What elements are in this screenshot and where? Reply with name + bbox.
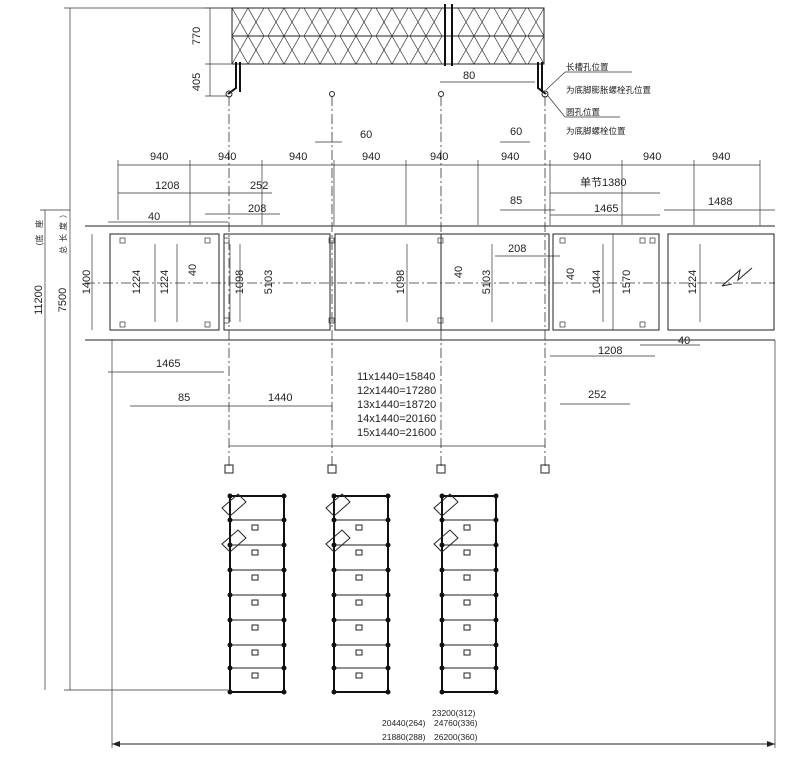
dim-1208-top: 1208 [155,180,179,192]
total-26200: 26200(360) [434,732,478,742]
offset-60-dims: 60 60 [315,126,530,143]
formula-11: 11x1440=15840 [357,371,435,383]
cabinet-stack-3 [433,493,499,695]
total-20440: 20440(264) [382,718,426,728]
dim-940-3: 940 [289,151,307,163]
dim-940-1: 940 [150,151,168,163]
dim-40-v2: 40 [453,266,465,278]
dim-11200: 11200 [33,285,45,315]
formula-12: 12x1440=17280 [357,385,436,397]
dim-405: 405 [191,73,203,91]
note-round-hole: 圆孔位置 [566,107,601,117]
total-length-dims: 23200(312) 20440(264) 24760(336) 21880(2… [111,340,776,748]
dim-60-left: 60 [360,129,372,141]
note-slot-hole-sub: 为底脚膨胀螺栓孔位置 [566,85,652,95]
total-21880: 21880(288) [382,732,426,742]
length-formulas: 11x1440=15840 12x1440=17280 13x1440=1872… [357,371,436,439]
unit-length-label: 单节1380 [580,176,626,189]
dim-1465-top: 1465 [594,203,618,215]
dim-7500: 7500 [57,288,69,312]
top-height-dims: 770 405 [191,7,232,97]
dim-940-5: 940 [430,151,448,163]
dim-1570: 1570 [621,270,633,294]
dim-1224-c: 1224 [687,270,699,294]
dim-1044: 1044 [591,270,603,294]
dim-940-6: 940 [501,151,519,163]
spacing-second-row: 1208 252 208 40 单节1380 85 1465 1488 [108,176,775,223]
dim-1224-b: 1224 [159,270,171,294]
total-24760: 24760(336) [434,718,478,728]
dim-1224-a: 1224 [131,270,143,294]
dim-940-8: 940 [643,151,661,163]
dim-5103-a: 5103 [263,270,275,294]
dim-252-low: 252 [588,389,606,401]
dim-940-7: 940 [573,151,591,163]
formula-14: 14x1440=20160 [357,413,436,425]
dim-1098-b: 1098 [395,270,407,294]
dim-1440-low: 1440 [268,392,292,404]
dim-770: 770 [191,27,203,45]
total-23200: 23200(312) [432,708,476,718]
dim-208-mid: 208 [508,243,526,255]
top-right-callouts: 80 长槽孔位置 为底脚膨胀螺栓孔位置 圆孔位置 为底脚螺栓位置 [440,62,652,136]
side-note-4: 长 [58,234,68,242]
dim-40-top: 40 [148,211,160,223]
dim-80: 80 [463,70,475,82]
side-note-2: 座 [34,220,44,228]
dim-1098-a: 1098 [234,270,246,294]
foundation-plan: 1400 1224 1224 40 1098 5103 1098 40 5103… [81,225,775,341]
dim-1488: 1488 [708,196,732,208]
dim-40-v1: 40 [187,264,199,276]
dim-40-v3: 40 [565,268,577,280]
base-plates-row [224,464,550,474]
lattice-truss [225,4,549,98]
dim-940-4: 940 [362,151,380,163]
side-note-5: 度 [58,222,68,230]
dim-940-2: 940 [218,151,236,163]
lower-dims: 1465 85 1440 1208 40 252 [108,335,700,447]
cabinet-stack-1 [221,493,287,695]
dim-40-low: 40 [678,335,690,347]
dim-940-9: 940 [712,151,730,163]
side-note-6: ） [59,210,68,218]
formula-15: 15x1440=21600 [357,427,436,439]
dim-85-top: 85 [510,195,522,207]
dim-1400: 1400 [81,270,93,294]
left-overall-dims: 11200 7500 (底 座 总 长 度 ） [33,7,232,691]
side-note-1: (底 [34,235,44,246]
note-round-hole-sub: 为底脚螺栓位置 [566,126,626,136]
dim-1208-low: 1208 [598,345,622,357]
dim-1465-low: 1465 [156,358,180,370]
dim-252-top: 252 [250,180,268,192]
dim-208-top: 208 [248,203,266,215]
side-note-3: 总 [58,246,68,254]
note-slot-hole: 长槽孔位置 [566,62,609,72]
dim-60-right: 60 [510,126,522,138]
dim-5103-b: 5103 [481,270,493,294]
cabinet-stack-2 [325,493,391,695]
formula-13: 13x1440=18720 [357,399,436,411]
dim-85-low: 85 [178,392,190,404]
